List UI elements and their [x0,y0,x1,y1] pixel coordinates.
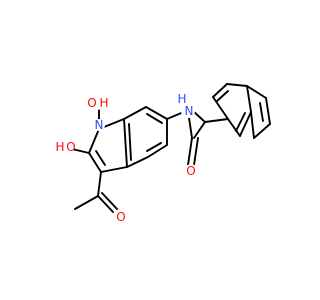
c-hydroxy-label-bg [58,140,74,156]
bond-naph-1 [212,96,229,120]
bond-carbonyl-nh [193,121,206,139]
bond-acetyl-o-a [97,195,114,213]
bond-naph-5 [239,111,252,137]
bond-carbonyl-o-b [193,137,199,166]
bond-naph-9 [253,123,271,139]
bond-n1-c2 [88,128,100,154]
bond-c7-c6-inner [146,113,163,124]
bond-naph-3 [226,83,248,87]
n-hydroxy-hydrogen-label: H [99,96,108,110]
n1-label: N [95,118,104,132]
bond-naph-4 [246,85,252,113]
bond-naph-8 [265,97,271,125]
bond-naph-8-inner [259,102,264,122]
bond-nh-link [192,110,206,123]
n-hydroxy-oxygen-label: O [87,96,96,110]
acetyl-oxygen-label: O [116,210,125,224]
n1-label-bg [93,119,105,131]
c-hydroxy-hydrogen-label: H [55,140,64,154]
bond-c3a-c7a [123,118,128,168]
bond-carbonyl-c2n [204,118,229,123]
molecule-structure-diagram: N O H O H O H N O [55,83,271,224]
c-hydroxy-oxygen-label: O [66,140,75,154]
bond-naph-10 [250,111,255,139]
bond-c2-c3 [88,152,102,173]
bond-c3-c3a [100,166,128,173]
amide-hydrogen-label: H [177,92,186,106]
acetyl-oxygen-label-bg [114,210,126,222]
bond-naph-2-inner [216,90,229,102]
bond-c7a-c7 [123,106,147,120]
bond-acetyl-methyl [74,195,99,210]
bonds [71,83,271,213]
atom-labels: N O H O H O H N O [55,92,197,224]
amide-oxygen-label-bg [185,164,197,176]
bond-c2-oh [71,148,90,154]
amide-oxygen-label: O [186,164,195,178]
n-hydroxy-label-bg [90,96,104,110]
bond-acetyl-o-b [101,192,118,210]
bond-c5-c4-inner [146,142,162,152]
bond-naph-2 [212,83,228,98]
bond-c2-c3-inner [95,150,106,166]
bond-c3-acetyl [97,171,102,197]
bond-naph-6 [227,118,241,137]
bond-c3a-c7a-inner [128,123,132,161]
bond-carbonyl-o-a [187,137,193,166]
amide-nitrogen-label: N [185,104,194,118]
bond-c4-c3a [126,156,149,168]
bond-naph-5-inner [235,112,246,132]
amide-nitrogen-label-bg [181,104,195,118]
bond-c7-c6 [145,106,168,120]
bond-naph-7 [246,85,267,99]
bond-c5-c4 [147,144,168,158]
